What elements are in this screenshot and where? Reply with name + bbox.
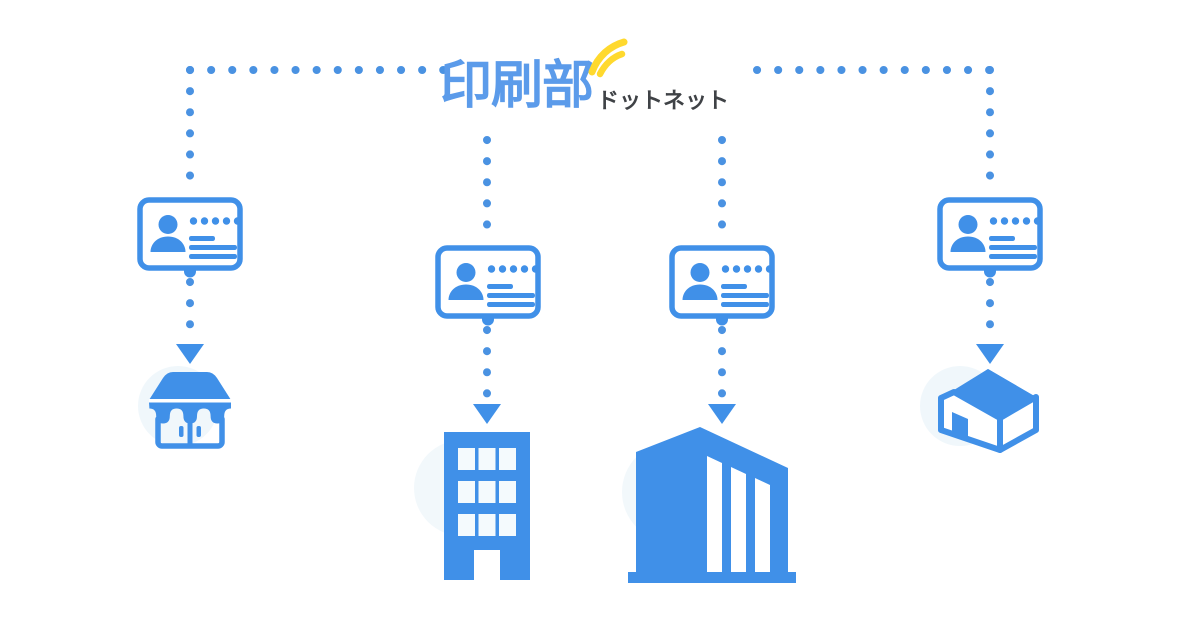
halo-circles: [138, 366, 1000, 542]
arrowhead-2: [473, 404, 501, 424]
house-icon[interactable]: [938, 369, 1039, 453]
arrowhead-1: [176, 344, 204, 364]
storefront-icon[interactable]: [149, 372, 231, 449]
arrowhead-4: [976, 344, 1004, 364]
id-card-icon-3[interactable]: [672, 248, 773, 326]
id-card-icon-2[interactable]: [438, 248, 539, 326]
logo-kanji-text: 印刷部: [440, 56, 594, 116]
id-card-icon-1[interactable]: [140, 200, 241, 278]
office-building-icon[interactable]: [444, 432, 530, 580]
logo-suffix-text: ドットネット: [597, 89, 730, 114]
arrowheads: [176, 344, 1004, 424]
corporate-tower-icon[interactable]: [628, 427, 796, 583]
arrowhead-3: [708, 404, 736, 424]
connector-lines: [186, 66, 994, 404]
site-logo[interactable]: 印刷部 ドットネット: [440, 38, 760, 116]
id-card-icon-4[interactable]: [940, 200, 1041, 278]
